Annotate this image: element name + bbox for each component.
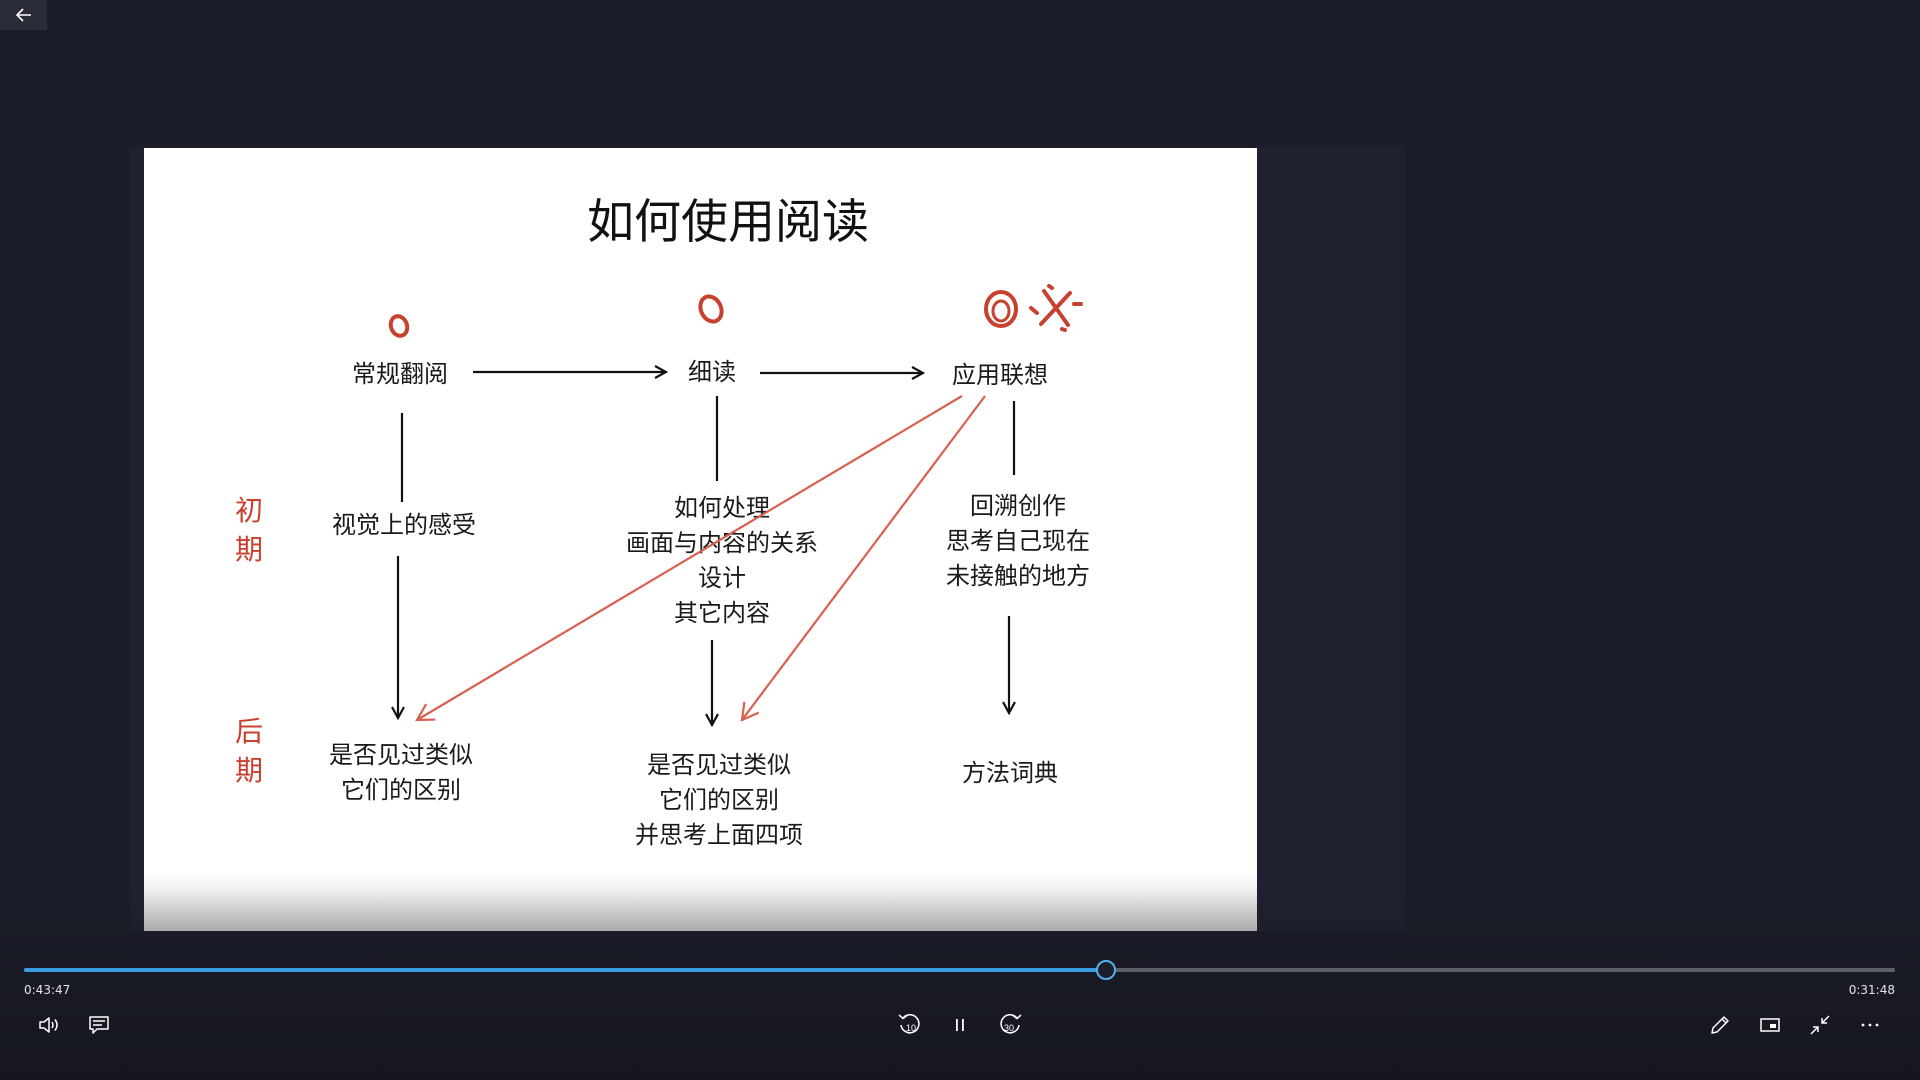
small-circle-mark xyxy=(388,314,410,338)
arrow-left-icon xyxy=(15,8,31,22)
middle-col2-line1: 如何处理 xyxy=(674,494,770,522)
forward-30-button[interactable]: 30 xyxy=(995,1010,1025,1040)
rewind-10-icon: 10 xyxy=(898,1014,920,1034)
red-arrow-to-col2 xyxy=(740,395,986,722)
phase-late-char2: 期 xyxy=(235,754,263,787)
exit-fullscreen-icon xyxy=(1810,1015,1830,1035)
bottom-col2-line3: 并思考上面四项 xyxy=(635,821,803,849)
pause-icon xyxy=(956,1019,964,1031)
captions-button[interactable] xyxy=(84,1010,114,1040)
red-annotation-marks xyxy=(388,284,1083,338)
middle-col3-line3: 未接触的地方 xyxy=(946,562,1090,590)
middle-col2-line3: 设计 xyxy=(698,564,746,592)
phase-late-char1: 后 xyxy=(235,715,263,748)
slide-diagram: 如何使用阅读 常规翻阅 细读 应用联想 xyxy=(235,195,1090,849)
stage-close-reading: 细读 xyxy=(688,358,736,386)
bottom-col2-line2: 它们的区别 xyxy=(659,786,779,814)
double-circle-mark-outer xyxy=(984,290,1018,328)
rewind-10-button[interactable]: 10 xyxy=(895,1010,925,1040)
bottom-col3-line1: 方法词典 xyxy=(962,759,1058,787)
middle-col2-line2: 画面与内容的关系 xyxy=(626,529,818,557)
bottom-col1-line2: 它们的区别 xyxy=(341,776,461,804)
phase-early-char1: 初 xyxy=(235,494,263,527)
star-mark xyxy=(1029,284,1083,332)
forward-30-label: 30 xyxy=(1004,1023,1014,1033)
slide-title: 如何使用阅读 xyxy=(587,195,869,250)
mini-view-icon xyxy=(1760,1018,1780,1032)
mini-view-button[interactable] xyxy=(1755,1010,1785,1040)
back-button[interactable] xyxy=(0,0,47,30)
stage-browse: 常规翻阅 xyxy=(352,360,448,388)
red-arrow-to-col1 xyxy=(415,395,963,722)
bottom-col1-line1: 是否见过类似 xyxy=(329,741,473,769)
middle-col1-line: 视觉上的感受 xyxy=(332,511,476,539)
seek-bar-progress xyxy=(24,968,1106,972)
pause-button[interactable] xyxy=(945,1010,975,1040)
exit-fullscreen-button[interactable] xyxy=(1805,1010,1835,1040)
captions-icon xyxy=(89,1016,109,1034)
seek-bar-thumb[interactable] xyxy=(1096,960,1117,980)
double-circle-mark-inner xyxy=(991,299,1011,323)
forward-30-icon: 30 xyxy=(1000,1014,1022,1034)
pen-icon xyxy=(1711,1016,1729,1034)
more-button[interactable] xyxy=(1855,1010,1885,1040)
middle-col3-line2: 思考自己现在 xyxy=(946,527,1090,555)
time-elapsed: 0:43:47 xyxy=(24,983,71,997)
seek-bar[interactable] xyxy=(24,960,1895,980)
pen-button[interactable] xyxy=(1705,1010,1735,1040)
rewind-10-label: 10 xyxy=(906,1023,916,1033)
time-remaining: 0:31:48 xyxy=(1848,983,1895,997)
slide: 如何使用阅读 常规翻阅 细读 应用联想 xyxy=(144,148,1257,931)
circle-mark xyxy=(698,294,724,324)
middle-col3-line1: 回溯创作 xyxy=(970,492,1066,520)
volume-button[interactable] xyxy=(34,1010,64,1040)
bottom-col2-line1: 是否见过类似 xyxy=(647,751,791,779)
middle-col2-line4: 其它内容 xyxy=(674,599,770,627)
controls-shade xyxy=(0,890,1920,1080)
more-icon xyxy=(1861,1023,1879,1027)
volume-icon xyxy=(39,1017,58,1033)
stage-application: 应用联想 xyxy=(952,361,1048,389)
phase-early-char2: 期 xyxy=(235,533,263,566)
